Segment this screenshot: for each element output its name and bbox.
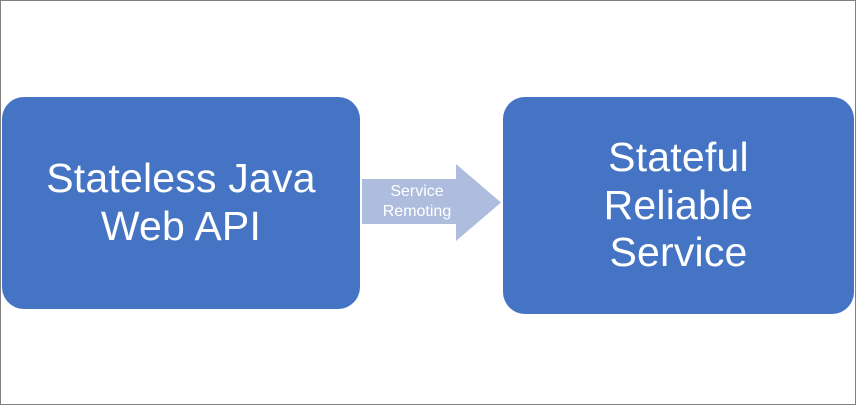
node-stateless-java-web-api-label: Stateless Java Web API: [46, 155, 316, 249]
node-stateful-reliable-service[interactable]: Stateful Reliable Service: [503, 97, 854, 314]
arrow-right-icon: [362, 164, 501, 241]
node-stateful-reliable-service-label: Stateful Reliable Service: [603, 134, 754, 276]
node-stateless-java-web-api[interactable]: Stateless Java Web API: [2, 97, 360, 309]
service-remoting-arrow[interactable]: [362, 162, 502, 243]
